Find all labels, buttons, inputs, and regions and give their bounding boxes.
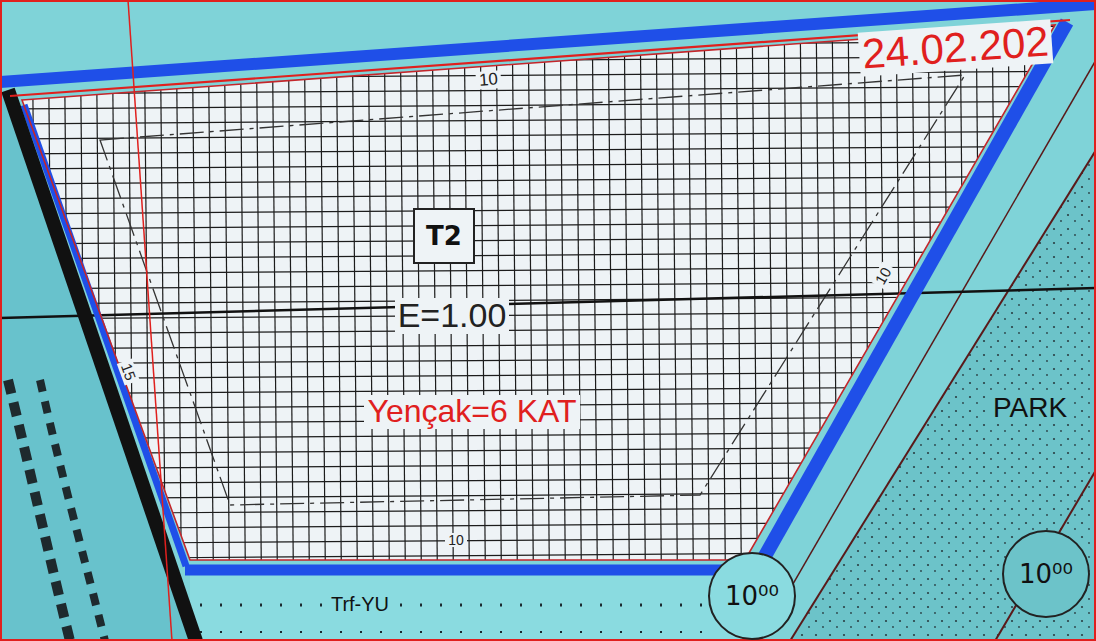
dotted-strip xyxy=(200,631,720,633)
road-edge-band xyxy=(757,22,1067,570)
park-label: PARK xyxy=(990,393,1070,422)
area-code: Trf-YU xyxy=(328,594,392,615)
plan-limit xyxy=(128,0,172,641)
rail-track xyxy=(8,380,70,641)
zone-code-box: T2 xyxy=(413,208,475,264)
max-height: Yençak=6 KAT xyxy=(364,395,579,429)
floor-area-ratio: E=1.00 xyxy=(395,298,510,334)
transformer-strip xyxy=(190,575,750,641)
rail-track xyxy=(40,380,105,641)
boundary-line xyxy=(995,470,1096,641)
node-text: 10⁰⁰ xyxy=(725,581,779,611)
elevation-circle: 10⁰⁰ xyxy=(708,552,796,640)
road-edge-band xyxy=(185,565,750,576)
parcel-outline xyxy=(22,25,1055,560)
dotted-strip xyxy=(200,604,720,607)
section-line xyxy=(0,288,1096,318)
road-edge-band xyxy=(0,4,1096,82)
node-text: 10⁰⁰ xyxy=(1019,559,1073,589)
plan-limit xyxy=(10,20,1070,96)
node-text: T2 xyxy=(426,221,462,251)
road-border xyxy=(8,90,196,641)
setback-dimension: 10 xyxy=(475,70,501,90)
setback-dimension: 10 xyxy=(445,533,467,548)
elevation-circle: 10⁰⁰ xyxy=(1002,530,1090,618)
